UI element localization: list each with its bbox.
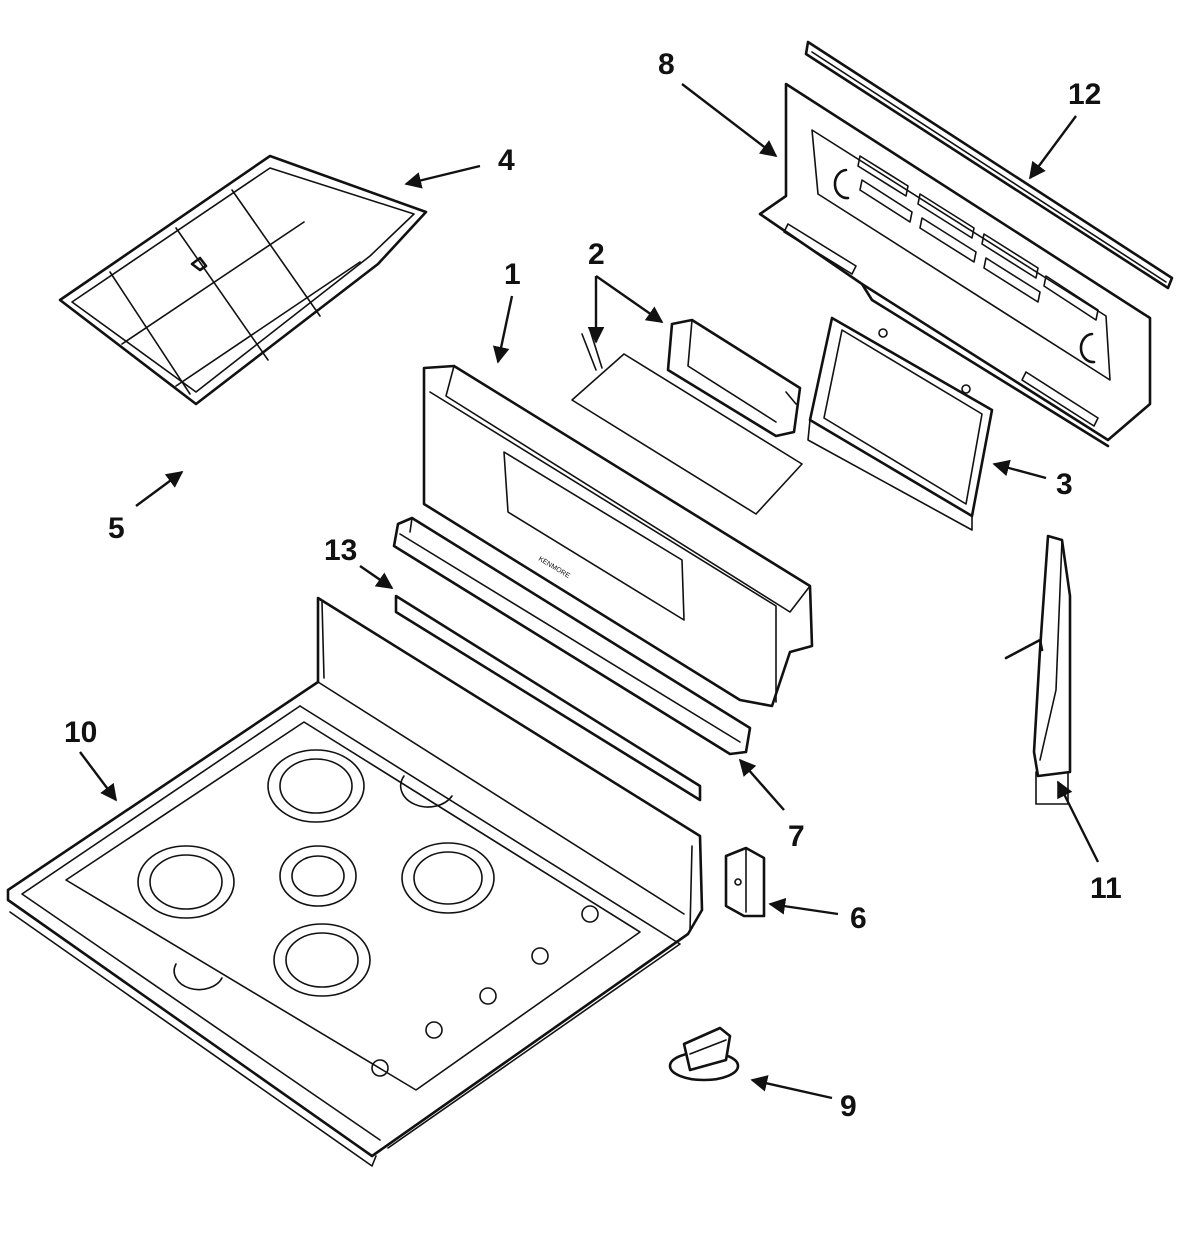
callout-8: 8 <box>658 48 675 81</box>
part-12-top-trim <box>804 40 1174 290</box>
callout-13: 13 <box>324 534 357 567</box>
part-10-cooktop <box>6 596 704 1167</box>
callout-6: 6 <box>850 902 867 935</box>
part-4-burner-grate <box>58 154 428 406</box>
part-7-trim-rail <box>392 516 752 756</box>
callout-11: 11 <box>1090 872 1122 905</box>
callout-9: 9 <box>840 1090 857 1123</box>
part-9-knob <box>668 1026 740 1082</box>
part-11-side-trim <box>1004 534 1072 805</box>
callout-arrows <box>79 83 1100 1100</box>
callout-4: 4 <box>498 144 515 177</box>
part-3-control-bracket <box>807 316 994 531</box>
callout-3: 3 <box>1056 468 1073 501</box>
part-5-clip <box>190 256 208 272</box>
callout-10: 10 <box>64 716 97 749</box>
callout-7: 7 <box>788 820 805 853</box>
callout-5: 5 <box>108 512 125 545</box>
callout-labels: 1 2 3 4 5 6 7 8 9 10 11 12 13 <box>64 48 1122 1123</box>
part-6-bracket <box>724 846 766 918</box>
callout-12: 12 <box>1068 78 1101 111</box>
part-8-rear-panel <box>758 82 1152 448</box>
callout-1: 1 <box>504 258 521 291</box>
part-13-strip <box>394 594 702 802</box>
callout-2: 2 <box>588 238 605 271</box>
part-2-control-module <box>571 318 803 515</box>
part-1-backguard: KENMORE <box>422 364 814 708</box>
